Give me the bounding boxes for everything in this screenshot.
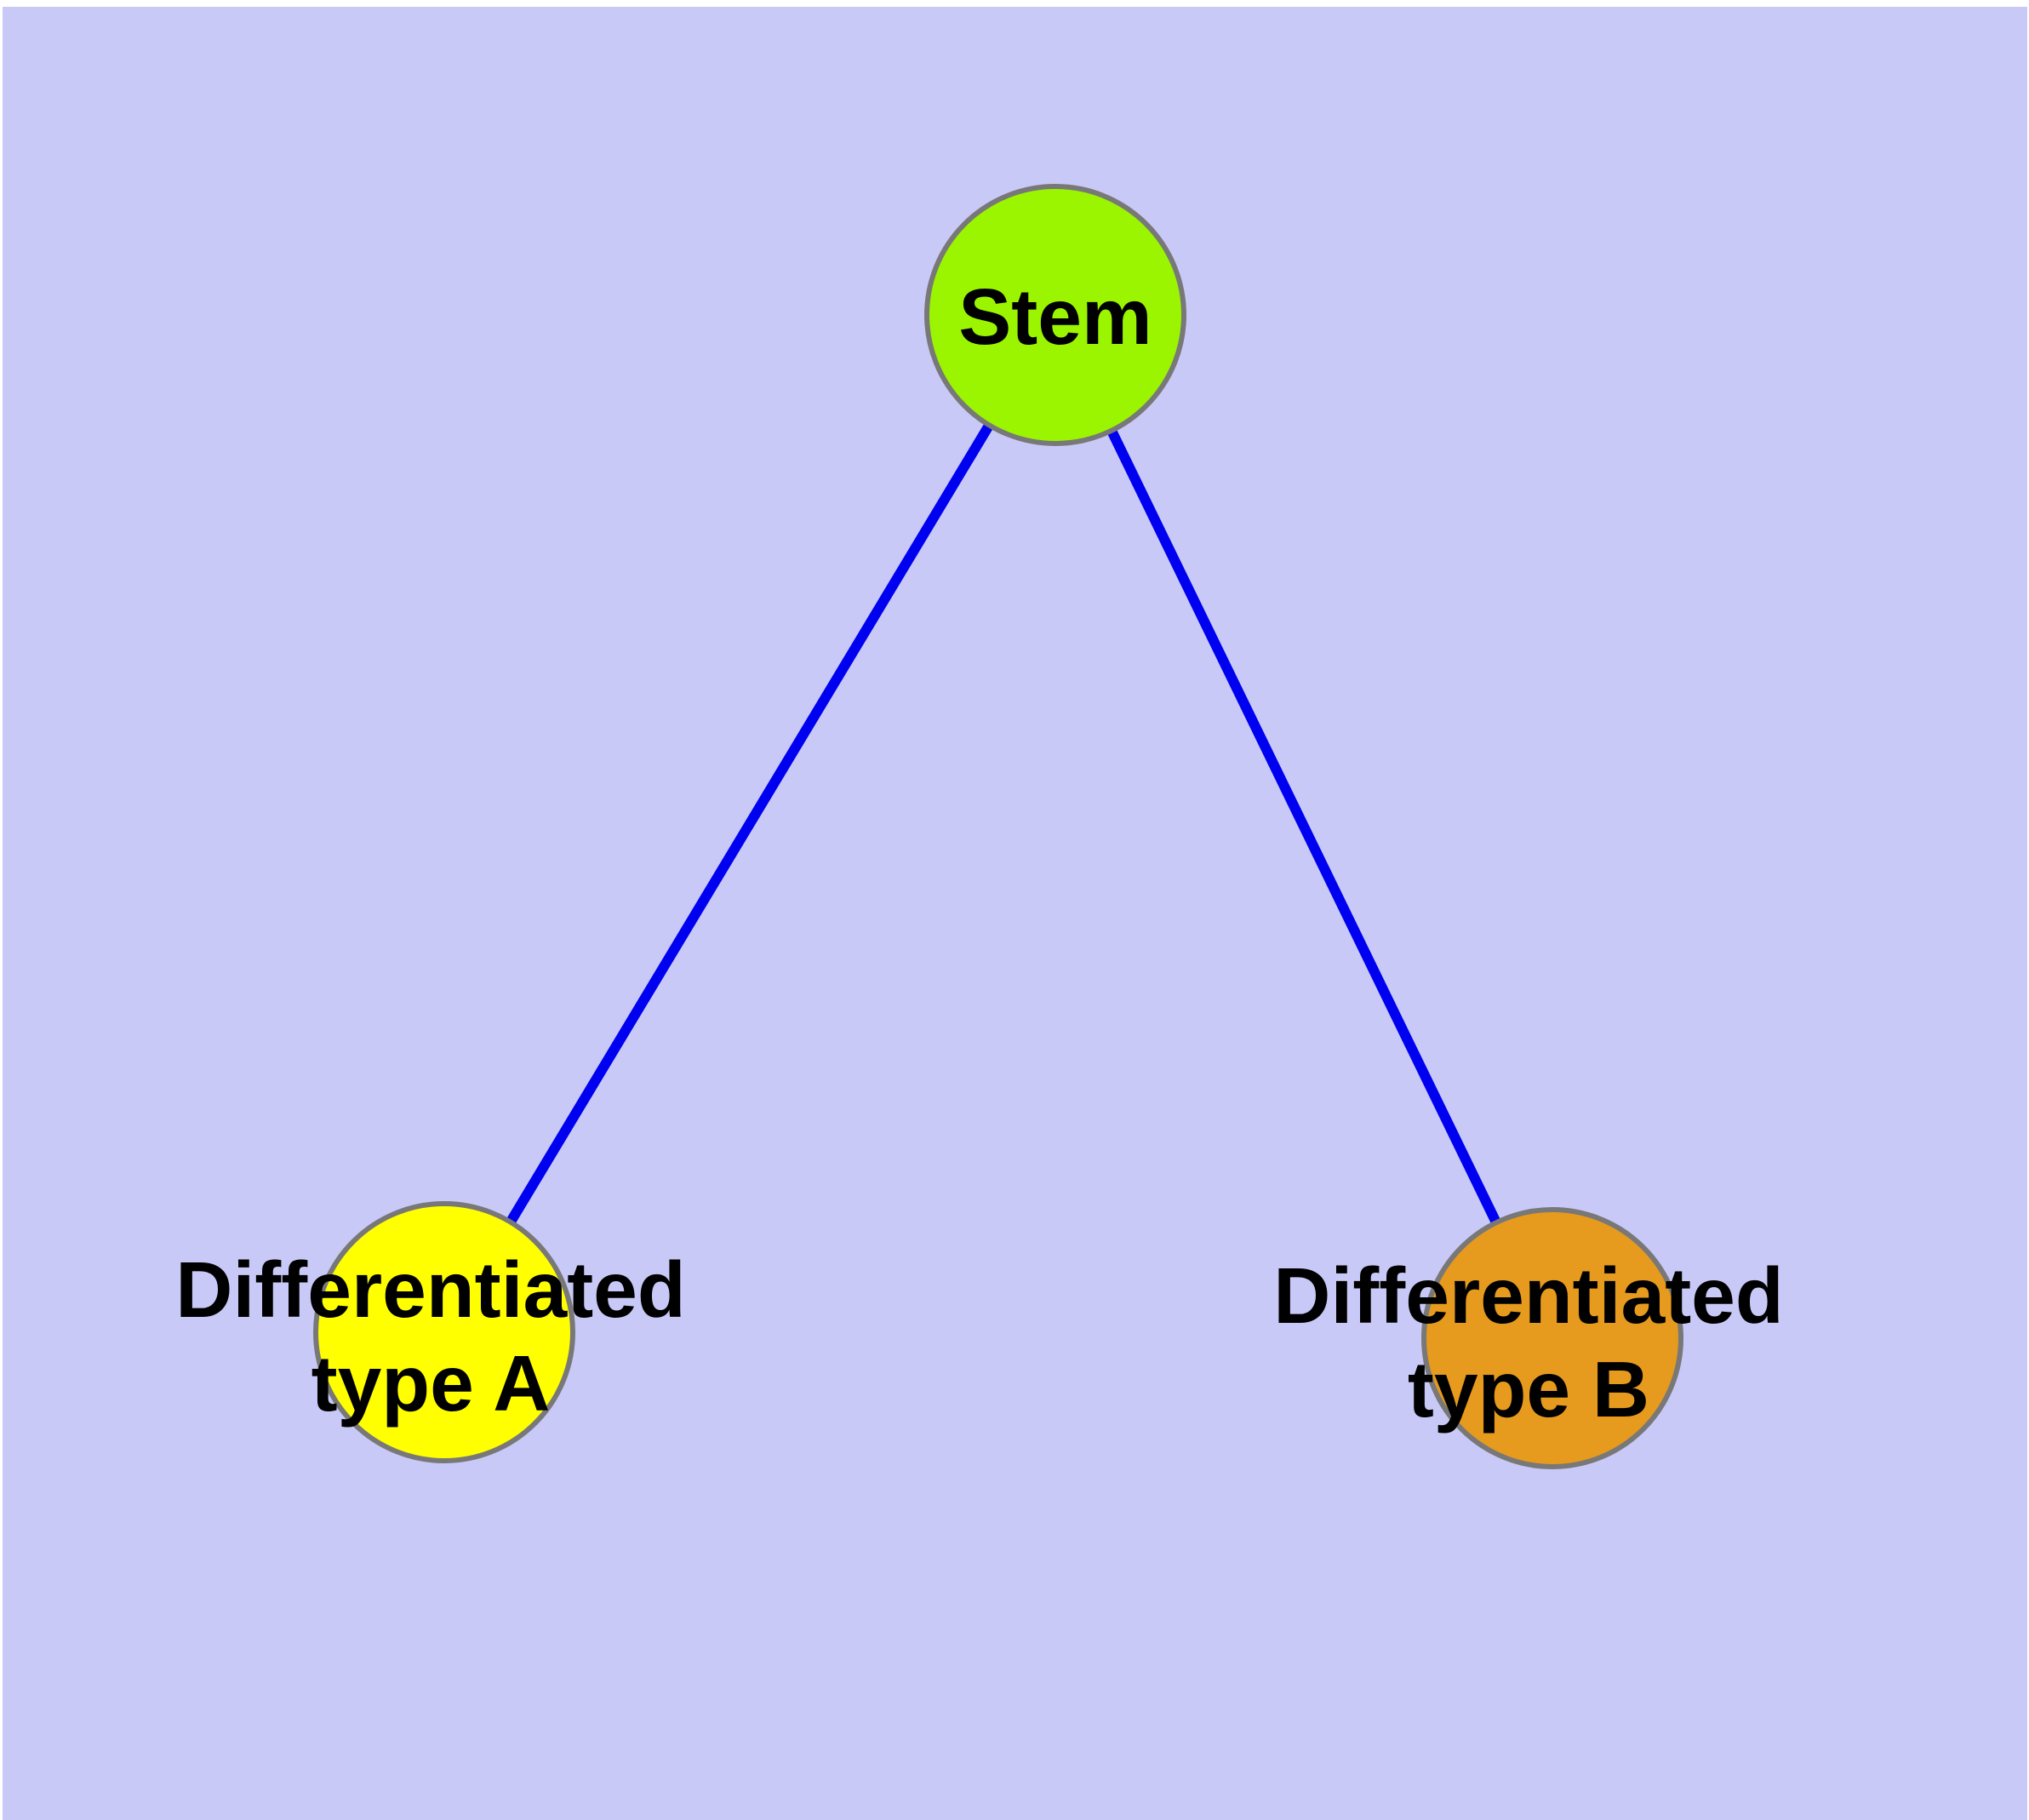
edges-layer — [439, 312, 1557, 1341]
node-differentiated-type-a: Differentiated type A — [175, 1201, 686, 1463]
stem-node-label: Stem — [958, 272, 1152, 361]
type-b-node-label-line-1: Differentiated — [1273, 1251, 1783, 1340]
type-a-node-circle — [313, 1201, 575, 1463]
type-b-node-circle — [1421, 1207, 1683, 1469]
edge-stem-to-type-a — [439, 312, 1060, 1336]
stem-node-circle — [924, 184, 1186, 446]
node-differentiated-type-b: Differentiated type B — [1273, 1207, 1784, 1469]
type-b-node-label-line-2: type B — [1408, 1345, 1649, 1434]
edge-stem-to-type-b — [1050, 312, 1557, 1341]
type-a-node-label-line-2: type A — [311, 1339, 551, 1428]
type-a-node-label-line-1: Differentiated — [175, 1245, 685, 1334]
node-stem: Stem — [924, 184, 1186, 446]
